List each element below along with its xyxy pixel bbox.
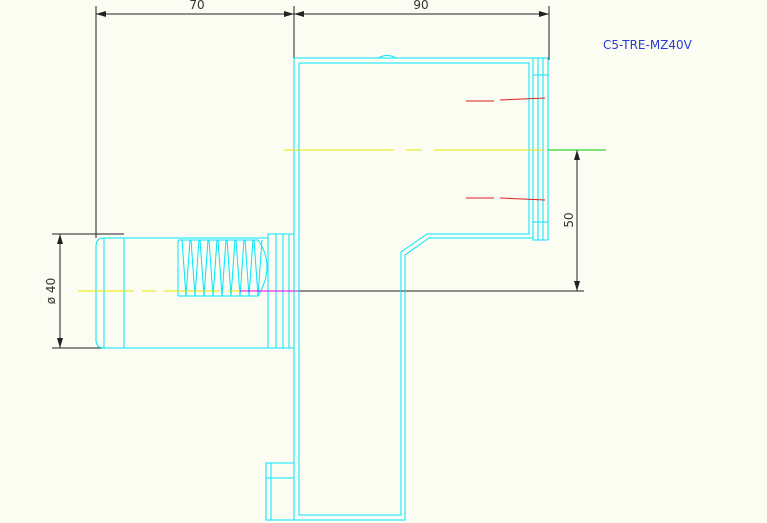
hidden-bore-lines: [466, 97, 546, 201]
thread-tooth: [244, 239, 254, 297]
dimension-label-90: 90: [413, 0, 428, 12]
thread-tooth: [226, 239, 236, 297]
center-lines: [78, 149, 606, 292]
thread-tooth: [190, 239, 200, 297]
tool-holder-body: [265, 55, 549, 521]
dimension-label-70: 70: [189, 0, 204, 12]
dimension-label-50: 50: [562, 212, 576, 227]
thread-tooth: [235, 239, 245, 297]
thread-teeth: [181, 239, 263, 297]
thread-tooth: [181, 239, 191, 297]
thread-tooth: [253, 239, 263, 297]
dimension-label-diameter: ø 40: [44, 278, 58, 304]
dimension-arrows: [57, 11, 580, 348]
dimension-lines: [52, 6, 584, 349]
thread-tooth: [217, 239, 227, 297]
thread-tooth: [208, 239, 218, 297]
part-code-label: C5-TRE-MZ40V: [603, 38, 693, 52]
thread-tooth: [199, 239, 209, 297]
